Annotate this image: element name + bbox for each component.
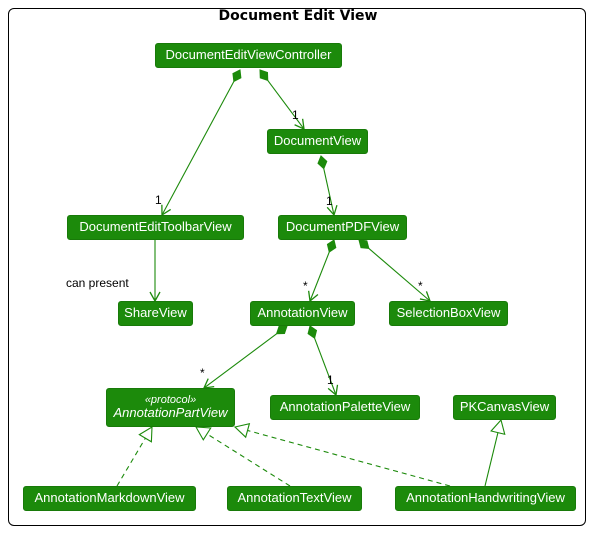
edge-markdown-to-annotationpart: [116, 426, 153, 487]
edge-line: [116, 437, 146, 487]
node-label: DocumentPDFView: [285, 219, 400, 235]
class-node-annotationpart[interactable]: «protocol»AnnotationPartView: [106, 388, 235, 427]
edge-line: [267, 80, 305, 130]
multiplicity-label: *: [303, 279, 308, 293]
edge-annotationview-to-palette: [307, 325, 339, 397]
composition-diamond: [275, 325, 288, 335]
edge-textview-to-annotationpart: [195, 426, 291, 487]
edge-annotationview-to-annotationpart: [202, 325, 288, 389]
node-label: AnnotationPaletteView: [279, 399, 411, 415]
node-label: DocumentEditViewController: [165, 47, 332, 63]
node-label: AnnotationHandwritingView: [406, 490, 565, 506]
edge-line: [161, 81, 235, 216]
edge-line: [309, 251, 330, 302]
edge-documentview-to-pdfview: [317, 155, 338, 217]
edge-line: [484, 432, 499, 487]
node-stereotype: «protocol»: [144, 393, 197, 406]
node-label: AnnotationView: [257, 305, 348, 321]
class-node-toolbar[interactable]: DocumentEditToolbarView: [67, 215, 244, 240]
edge-line: [368, 248, 431, 302]
composition-diamond: [326, 239, 337, 253]
edge-line: [203, 333, 277, 389]
class-node-handwriting[interactable]: AnnotationHandwritingView: [395, 486, 576, 511]
node-label: DocumentEditToolbarView: [79, 219, 232, 235]
inheritance-triangle: [195, 426, 212, 441]
inheritance-triangle: [138, 426, 153, 443]
edge-pdfview-to-annotationview: [307, 239, 337, 303]
class-node-pkcanvas[interactable]: PKCanvasView: [453, 395, 556, 420]
class-node-pdfview[interactable]: DocumentPDFView: [278, 215, 407, 240]
multiplicity-label: 1: [327, 373, 334, 387]
edge-line: [314, 337, 337, 396]
node-label: AnnotationMarkdownView: [34, 490, 185, 506]
node-label: AnnotationTextView: [237, 490, 352, 506]
frame-title: Document Edit View: [218, 8, 378, 24]
multiplicity-label: 1: [292, 108, 299, 122]
node-label: PKCanvasView: [459, 399, 550, 415]
edge-line: [323, 168, 335, 216]
inheritance-triangle: [490, 418, 506, 436]
class-node-markdown[interactable]: AnnotationMarkdownView: [23, 486, 196, 511]
package-frame: [8, 8, 586, 526]
class-node-selectionbox[interactable]: SelectionBoxView: [389, 301, 508, 326]
edge-handwriting-to-pkcanvas: [484, 418, 506, 487]
composition-diamond: [358, 239, 370, 250]
composition-diamond: [232, 69, 242, 83]
class-node-documentview[interactable]: DocumentView: [267, 129, 368, 154]
edge-line: [206, 433, 291, 487]
class-node-shareview[interactable]: ShareView: [118, 301, 193, 326]
edge-controller-to-toolbar: [161, 69, 242, 217]
composition-diamond: [259, 69, 269, 82]
inheritance-triangle: [233, 422, 251, 439]
edge-line: [247, 429, 451, 487]
edge-handwriting-to-annotationpart: [233, 422, 451, 487]
node-label: AnnotationPartView: [113, 405, 228, 421]
node-label: ShareView: [124, 305, 187, 321]
composition-diamond: [317, 155, 328, 170]
multiplicity-label: *: [418, 279, 423, 293]
class-node-palette[interactable]: AnnotationPaletteView: [270, 395, 420, 420]
edge-toolbar-to-shareview: [149, 240, 161, 303]
node-label: DocumentView: [273, 133, 362, 149]
multiplicity-label: 1: [155, 193, 162, 207]
multiplicity-label: *: [200, 366, 205, 380]
class-node-textview[interactable]: AnnotationTextView: [227, 486, 362, 511]
class-node-controller[interactable]: DocumentEditViewController: [155, 43, 342, 68]
node-label: SelectionBoxView: [396, 305, 501, 321]
composition-diamond: [307, 325, 318, 339]
multiplicity-label: 1: [326, 194, 333, 208]
class-node-annotationview[interactable]: AnnotationView: [250, 301, 355, 326]
edge-label: can present: [66, 276, 129, 290]
